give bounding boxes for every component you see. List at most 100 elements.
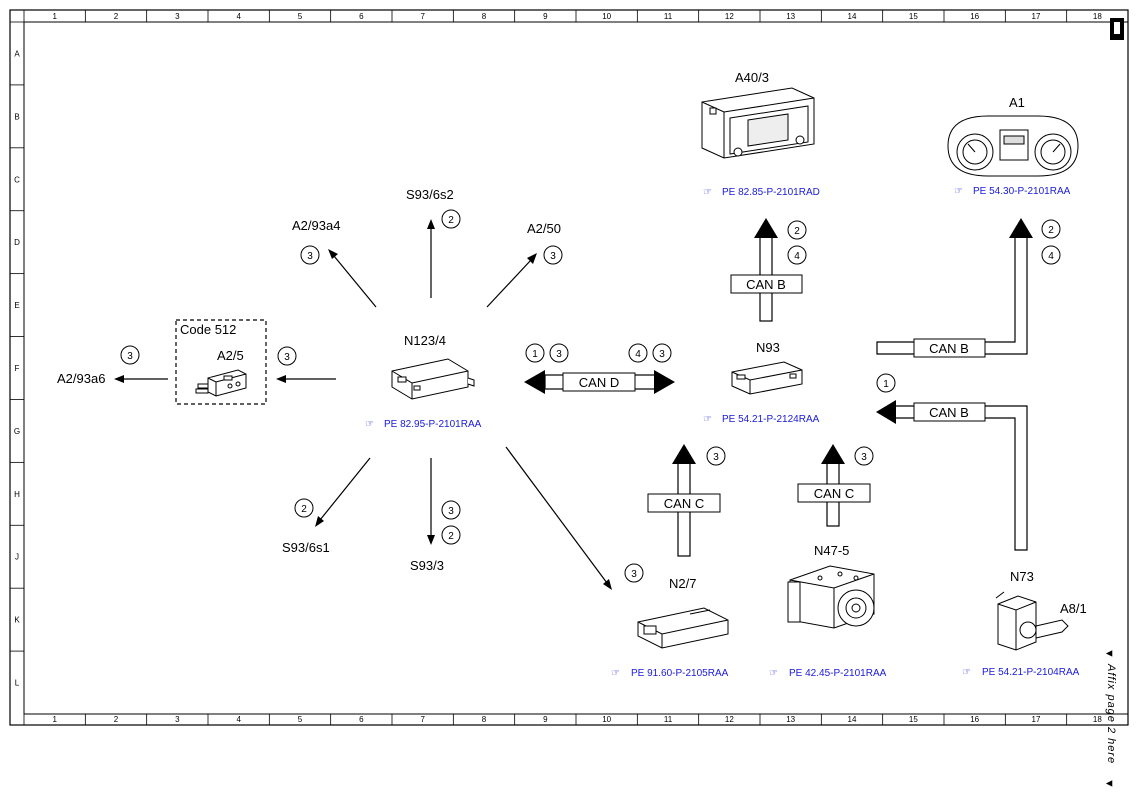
- canc-n27-bus: CAN C 3: [647, 444, 726, 557]
- grid-col-label: 6: [359, 12, 364, 21]
- cand-number-r1: 4: [635, 349, 641, 360]
- code512-label: Code 512: [180, 322, 236, 337]
- grid-col-label: 10: [602, 715, 611, 724]
- grid-col-label: 11: [664, 12, 673, 21]
- a25-device-icon: [195, 369, 247, 397]
- grid-col-label: 16: [970, 12, 979, 21]
- n123-device-icon: [391, 358, 475, 400]
- canc1-number: 3: [713, 452, 719, 463]
- n27-module: N2/7 ☞ PE 91.60-P-2105RAA: [611, 576, 729, 679]
- n73-ref: PE 54.21-P-2104RAA: [982, 667, 1080, 678]
- n93-module: N93 ☞ PE 54.21-P-2124RAA: [703, 340, 820, 425]
- n27-in-number: 3: [631, 569, 637, 580]
- a1-ref: PE 54.30-P-2101RAA: [973, 186, 1071, 197]
- canb-n73-label: CAN B: [929, 405, 969, 420]
- n475-device-icon: [787, 565, 875, 629]
- a1-ref-icon: ☞: [954, 186, 963, 197]
- s933-number-b: 2: [448, 531, 454, 542]
- n73-module: N73 A8/1 ☞ PE 54.21-P-2104RAA: [962, 569, 1087, 678]
- grid-row-label: J: [15, 553, 19, 562]
- canc-n27-label: CAN C: [664, 496, 704, 511]
- svg-text:▼: ▼: [1103, 778, 1115, 790]
- a25-in-number: 3: [284, 352, 290, 363]
- grid-col-label: 15: [909, 715, 918, 724]
- canc-n475-label: CAN C: [814, 486, 854, 501]
- grid-col-label: 8: [482, 12, 487, 21]
- grid-col-label: 5: [298, 715, 303, 724]
- a40-label: A40/3: [735, 70, 769, 85]
- s936s1-label: S93/6s1: [282, 540, 330, 555]
- grid-col-label: 11: [664, 715, 673, 724]
- grid-col-label: 1: [52, 715, 57, 724]
- cand-label: CAN D: [579, 375, 619, 390]
- grid-col-label: 5: [298, 12, 303, 21]
- n27-ref-icon: ☞: [611, 668, 620, 679]
- grid-col-label: 17: [1032, 12, 1041, 21]
- cand-number-r2: 3: [659, 349, 665, 360]
- grid-col-label: 3: [175, 12, 180, 21]
- canb-n73-bus: CAN B 1: [876, 373, 1028, 551]
- a40-device-icon: [701, 87, 815, 159]
- n93-ref: PE 54.21-P-2124RAA: [722, 414, 820, 425]
- grid-col-label: 18: [1093, 12, 1102, 21]
- a1-label: A1: [1009, 95, 1025, 110]
- a25-label: A2/5: [217, 348, 244, 363]
- page-corner-icon: [1110, 18, 1124, 40]
- a1-number-a: 2: [1048, 225, 1054, 236]
- a250-link: A2/50 3: [486, 221, 563, 308]
- grid-row-label: G: [14, 427, 20, 436]
- grid-col-label: 2: [114, 715, 119, 724]
- a293a6-label: A2/93a6: [57, 371, 105, 386]
- grid-col-label: 9: [543, 715, 548, 724]
- a293a6-link: A2/93a6 3: [57, 345, 168, 386]
- a293a4-number: 3: [307, 251, 313, 262]
- a1-module: A1 ☞ PE 54.30-P-2101RAA: [947, 95, 1079, 197]
- n73-label: N73: [1010, 569, 1034, 584]
- s936s1-link: S93/6s1 2: [282, 457, 371, 555]
- n93-ref-icon: ☞: [703, 414, 712, 425]
- grid-row-label: C: [14, 175, 20, 184]
- canb-a40-label: CAN B: [746, 277, 786, 292]
- canb-a1-bus: CAN B 2 4: [876, 218, 1061, 358]
- n27-label: N2/7: [669, 576, 696, 591]
- grid-row-label: K: [14, 616, 20, 625]
- a40-ref: PE 82.85-P-2101RAD: [722, 187, 820, 198]
- a40-module: A40/3 ☞ PE 82.85-P-2101RAD: [701, 70, 820, 198]
- grid-col-label: 6: [359, 715, 364, 724]
- grid-row-label: A: [14, 49, 20, 58]
- grid-col-label: 10: [602, 12, 611, 21]
- n123-module: N123/4 ☞ PE 82.95-P-2101RAA: [365, 333, 482, 430]
- grid-row-label: F: [15, 364, 20, 373]
- n93-device-icon: [731, 361, 803, 395]
- s936s2-link: S93/6s2 2: [406, 187, 461, 298]
- n123-ref-icon: ☞: [365, 419, 374, 430]
- a250-label: A2/50: [527, 221, 561, 236]
- canc-n475-bus: CAN C 3: [797, 444, 874, 527]
- s933-number-a: 3: [448, 506, 454, 517]
- n73-ref-icon: ☞: [962, 667, 971, 678]
- grid-row-label: E: [14, 301, 19, 310]
- grid-col-label: 3: [175, 715, 180, 724]
- n73-device-icon: [995, 591, 1069, 651]
- cand-bus: CAN D 1 3 4 3: [524, 343, 675, 394]
- canc2-number: 3: [861, 452, 867, 463]
- grid-row-label: B: [14, 112, 19, 121]
- code512-box: Code 512 A2/5: [175, 319, 267, 405]
- grid-col-label: 12: [725, 12, 734, 21]
- grid-col-label: 15: [909, 12, 918, 21]
- a293a4-label: A2/93a4: [292, 218, 340, 233]
- n123-label: N123/4: [404, 333, 446, 348]
- a250-number: 3: [550, 251, 556, 262]
- grid-col-label: 16: [970, 715, 979, 724]
- s936s2-label: S93/6s2: [406, 187, 454, 202]
- grid-col-label: 12: [725, 715, 734, 724]
- a40-number-a: 2: [794, 226, 800, 237]
- grid-col-label: 8: [482, 715, 487, 724]
- side-note-text: Affix page 2 here: [1105, 663, 1117, 764]
- cand-number-l1: 1: [532, 349, 538, 360]
- a1-number-b: 4: [1048, 251, 1054, 262]
- n475-ref-icon: ☞: [769, 668, 778, 679]
- grid-col-label: 1: [52, 12, 57, 21]
- grid-col-label: 17: [1032, 715, 1041, 724]
- a1-device-icon: [947, 115, 1079, 177]
